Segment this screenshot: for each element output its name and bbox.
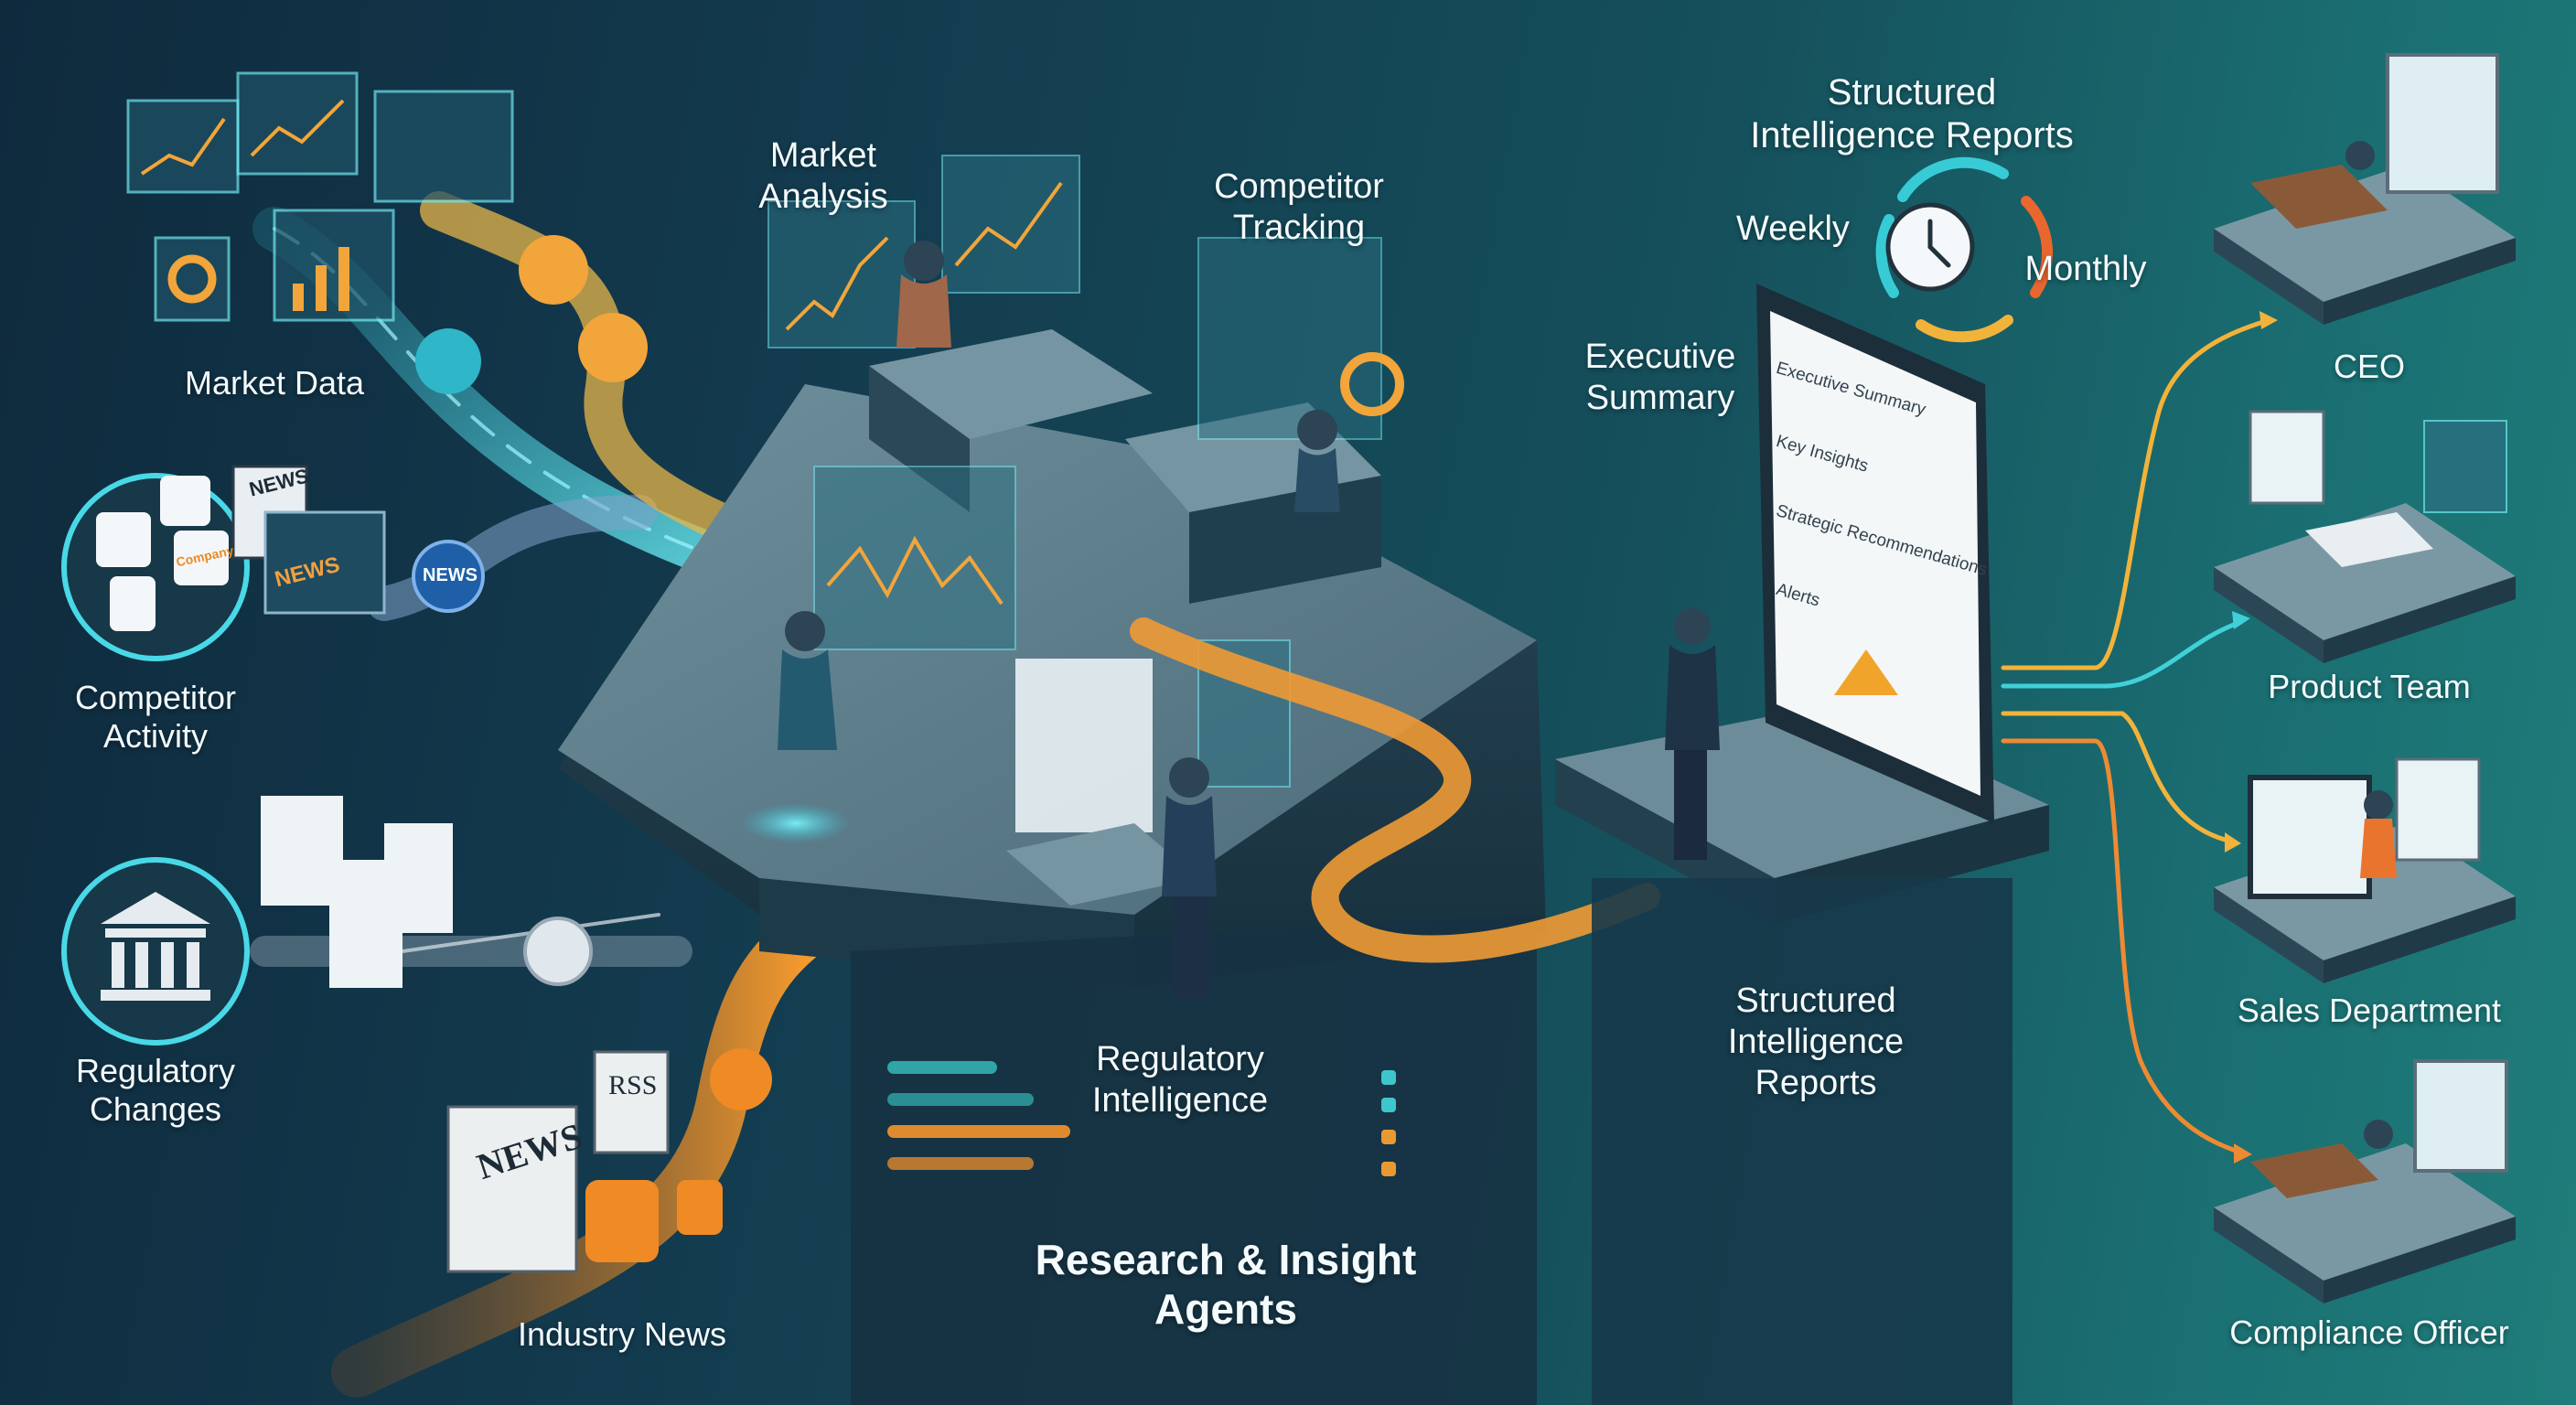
competitor-activity-label: Competitor Activity	[37, 679, 274, 756]
market-analysis-label: Market Analysis	[732, 135, 915, 218]
research-insight-title-line-2: Agents	[1154, 1285, 1297, 1334]
market-data-label: Market Data	[146, 364, 402, 402]
regulatory-changes-line-1: Regulatory	[75, 1052, 236, 1089]
regulatory-intelligence-label: Regulatory Intelligence	[1061, 1039, 1299, 1121]
industry-news-text: Industry News	[517, 1315, 727, 1353]
report-cycle-icon	[1875, 156, 2054, 343]
regulatory-intelligence-line-1: Regulatory	[1096, 1040, 1264, 1078]
sales-department-platform	[2214, 757, 2516, 983]
industry-news-label: Industry News	[485, 1315, 759, 1354]
competitor-tracking-label: Competitor Tracking	[1180, 166, 1418, 249]
executive-summary-line-1: Executive	[1584, 338, 1736, 376]
regulatory-changes-line-2: Changes	[89, 1090, 222, 1129]
reports-bottom-title-line-1: Structured	[1735, 981, 1896, 1020]
executive-summary-label: Executive Summary	[1555, 337, 1766, 419]
competitor-activity-line-1: Competitor	[74, 679, 237, 716]
regulatory-changes-label: Regulatory Changes	[37, 1052, 274, 1130]
competitor-tracking-station	[1125, 237, 1404, 604]
report-tablet	[1756, 284, 1994, 823]
market-data-charts	[126, 71, 648, 394]
structured-reports-bottom-title: Structured Intelligence Reports	[1701, 981, 1930, 1103]
compliance-officer-platform	[2214, 1059, 2516, 1303]
executive-summary-line-2: Summary	[1585, 378, 1735, 417]
competitor-tracking-line-2: Tracking	[1232, 208, 1366, 247]
report-presenter	[1665, 608, 1720, 860]
product-team-platform	[2214, 410, 2516, 663]
research-hub-platform	[558, 384, 1546, 1405]
regulatory-intelligence-station	[1006, 639, 1291, 997]
sales-department-label: Sales Department	[2237, 992, 2502, 1029]
reports-bottom-title-line-2: Intelligence	[1727, 1022, 1905, 1061]
recipient-platforms	[2214, 53, 2516, 1303]
regulatory-stream	[250, 913, 692, 967]
compliance-officer-label: Compliance Officer	[2229, 1314, 2509, 1351]
product-team-label: Product Team	[2268, 668, 2471, 705]
market-analysis-line-1: Market	[769, 136, 877, 175]
competitor-activity-line-2: Activity	[102, 717, 208, 756]
research-insight-agents-title: Research & Insight Agents	[988, 1235, 1464, 1335]
monthly-label: Monthly	[2024, 250, 2147, 288]
weekly-label: Weekly	[1736, 209, 1850, 248]
reports-top-title-line-1: Structured	[1827, 72, 1997, 113]
market-analysis-line-2: Analysis	[758, 177, 888, 216]
reports-top-title-line-2: Intelligence Reports	[1750, 115, 2074, 156]
competitor-activity-icons	[61, 465, 485, 661]
ceo-platform	[2214, 53, 2516, 325]
competitor-tracking-line-1: Competitor	[1214, 167, 1384, 206]
market-data-text: Market Data	[184, 364, 365, 402]
reports-bottom-title-line-3: Reports	[1755, 1063, 1877, 1102]
regulatory-icons	[61, 796, 593, 1046]
trend-analysis-station	[741, 466, 1016, 843]
ceo-label: CEO	[2333, 348, 2405, 385]
distribution-lines	[2001, 311, 2278, 1164]
hub-to-reports-flow	[1130, 617, 1660, 963]
structured-reports-top-title: Structured Intelligence Reports	[1701, 71, 2122, 157]
rss-badge: RSS	[608, 1070, 658, 1100]
industry-news-stream	[331, 907, 831, 1398]
news-badge-3: NEWS	[423, 565, 478, 585]
regulatory-intelligence-line-2: Intelligence	[1091, 1080, 1269, 1120]
research-insight-title-line-1: Research & Insight	[1035, 1236, 1417, 1283]
industry-news-icons	[446, 1048, 772, 1273]
